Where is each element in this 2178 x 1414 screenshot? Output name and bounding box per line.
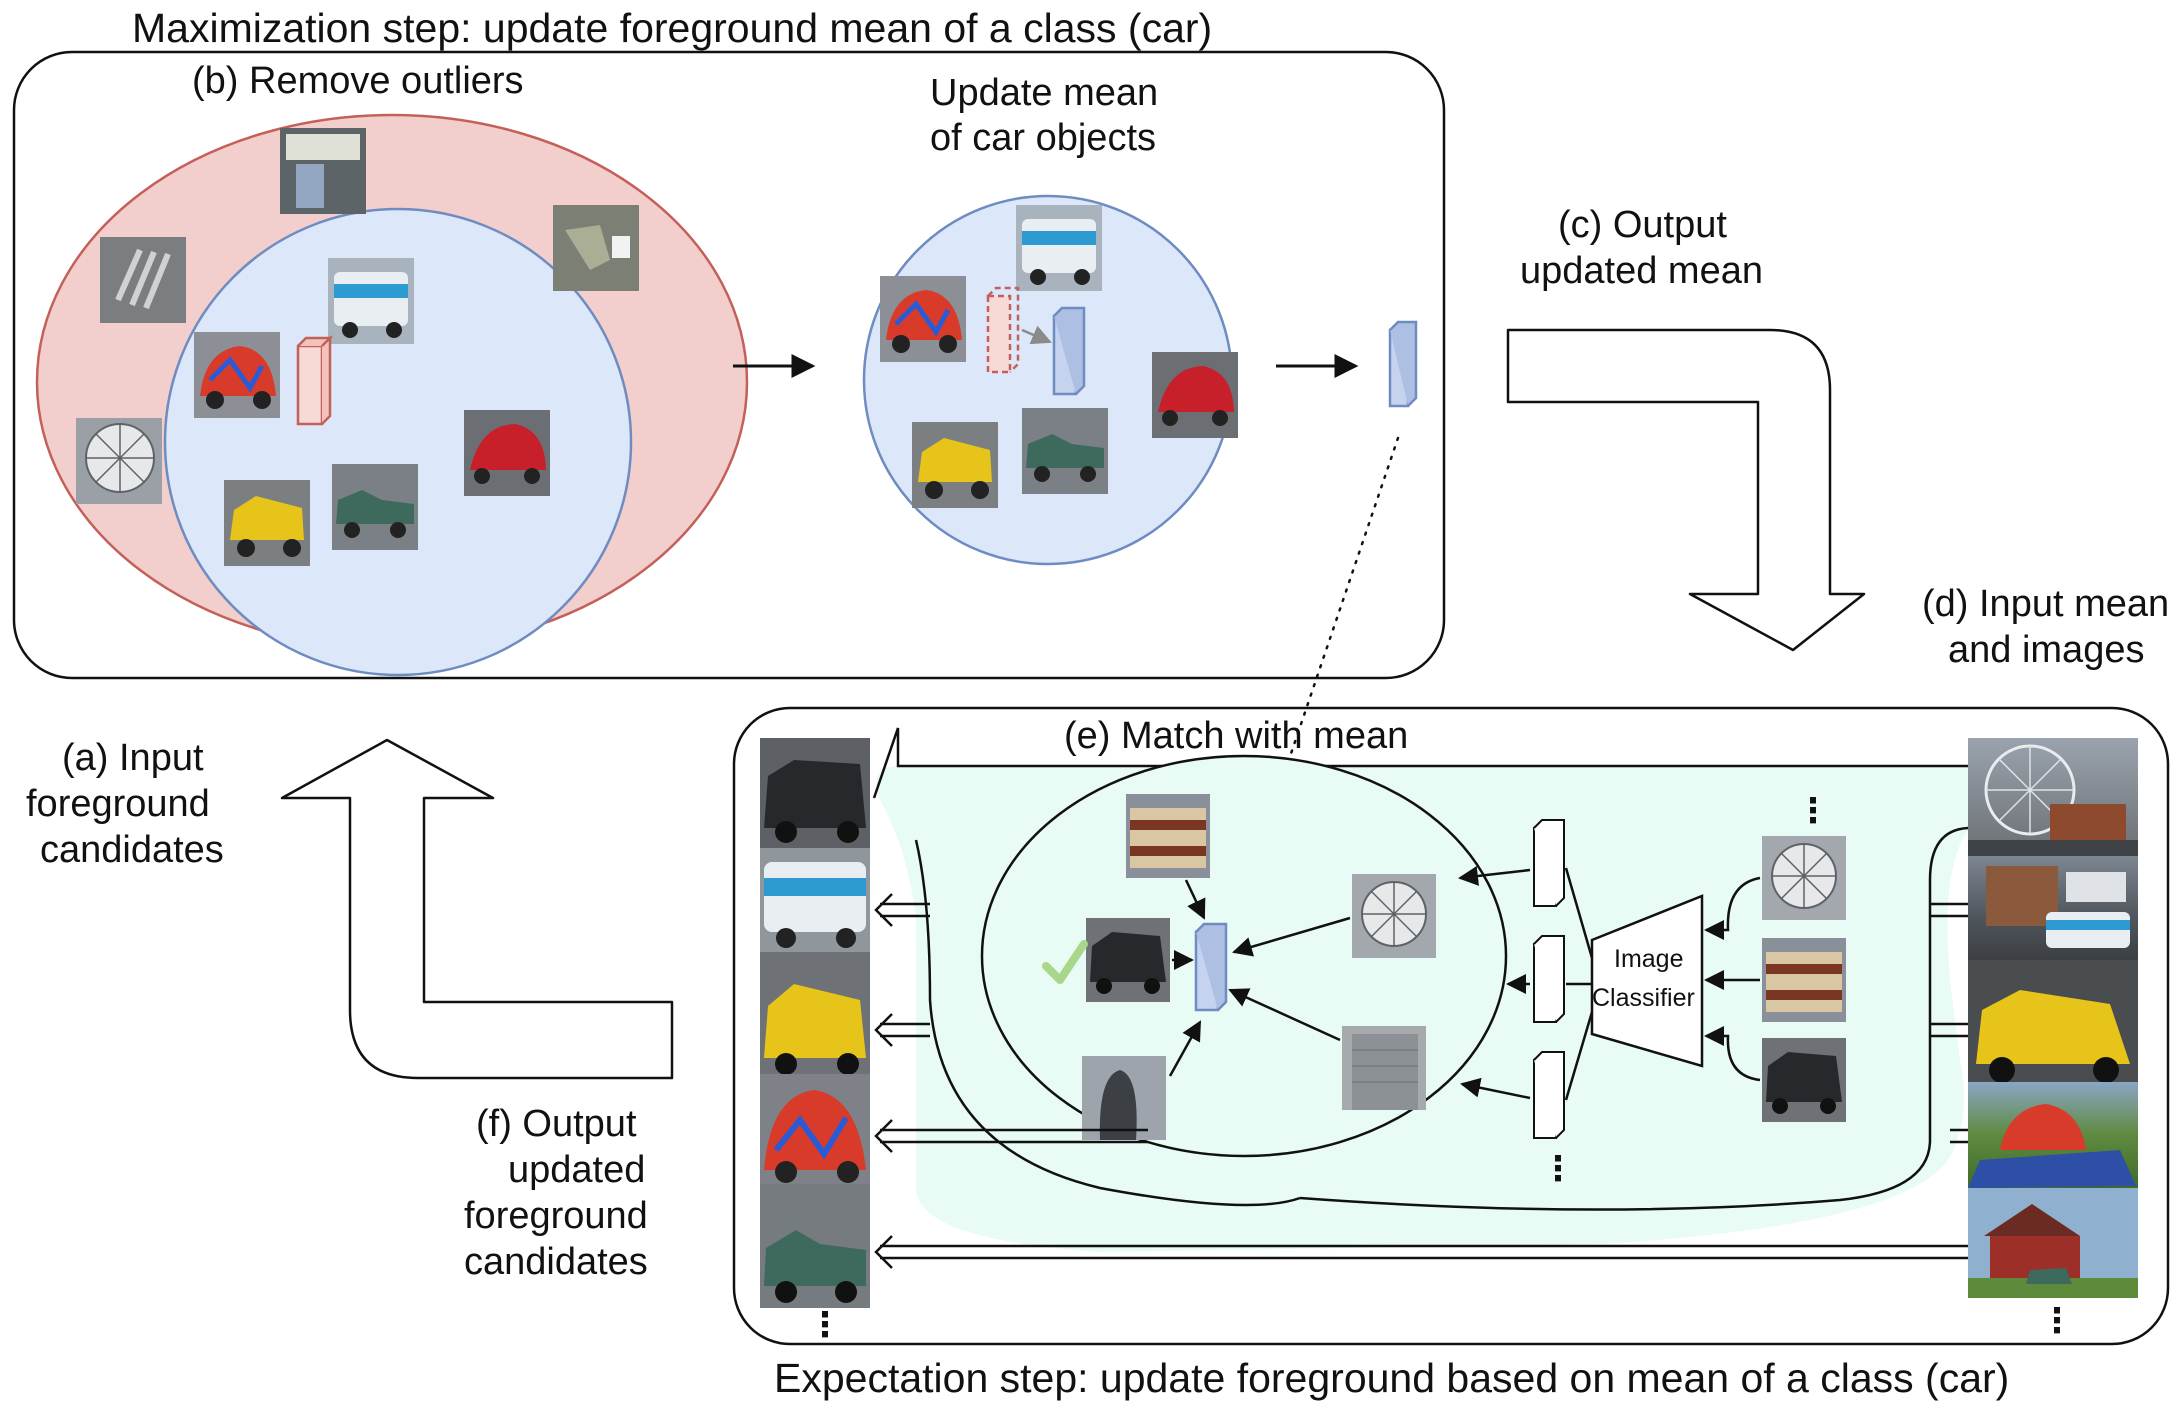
input-image-yellow-taxi bbox=[1968, 960, 2138, 1083]
match-mean-label: (e) Match with mean bbox=[1064, 715, 1408, 757]
output-fg-label-line3: foreground bbox=[464, 1195, 648, 1237]
output-fg-label-line2: updated bbox=[508, 1149, 645, 1191]
match-thumb-ferris-wheel-dark bbox=[1082, 1056, 1166, 1140]
feature-vector-top bbox=[1533, 819, 1565, 907]
output-mean-flow-arrow bbox=[1506, 328, 1866, 652]
match-checkmark-icon bbox=[1042, 940, 1088, 984]
input-image-strip bbox=[1968, 738, 2138, 1298]
feature-vector-ellipsis: ⋮ bbox=[1541, 1150, 1575, 1188]
feature-arrow-top bbox=[1458, 866, 1531, 886]
classifier-to-vectors-bottom bbox=[1564, 1011, 1594, 1101]
candidate-flow-envelope bbox=[914, 839, 1301, 1207]
output-candidate-yellow-taxi bbox=[760, 952, 870, 1075]
input-images-ellipsis: ⋮ bbox=[2040, 1302, 2074, 1340]
classifier-flow-envelope bbox=[1299, 826, 1969, 1211]
remove-outliers-label: (b) Remove outliers bbox=[192, 60, 524, 102]
match-thumb-black-suv bbox=[1086, 918, 1170, 1002]
output-candidate-green-pickup bbox=[760, 1184, 870, 1308]
input-foreground-flow-arrow bbox=[280, 738, 674, 1080]
feature-vector-middle bbox=[1533, 935, 1565, 1023]
inlier-thumb-green-pickup bbox=[332, 464, 418, 550]
output-fg-label-line4: candidates bbox=[464, 1241, 648, 1283]
match-arrow-dark bbox=[1168, 1020, 1202, 1077]
input-image-ferris-wheel bbox=[1968, 738, 2138, 856]
output-candidate-strip bbox=[760, 738, 870, 1308]
middle-thumb-yellow-taxi bbox=[912, 422, 998, 508]
output-mean-label-line2: updated mean bbox=[1520, 250, 1763, 292]
input-fg-label-line1: (a) Input bbox=[62, 737, 204, 779]
match-arrow-building bbox=[1228, 988, 1341, 1042]
proposal-arrow-bottom bbox=[1704, 1026, 1761, 1082]
proposal-arrow-top bbox=[1704, 876, 1761, 940]
input-mean-label-line1: (d) Input mean bbox=[1922, 583, 2169, 625]
output-arrow-van bbox=[874, 893, 1968, 927]
return-arrow-top bbox=[872, 727, 1968, 799]
old-mean-vector bbox=[296, 334, 334, 426]
middle-thumb-green-pickup bbox=[1022, 408, 1108, 494]
input-image-beetle-on-grass bbox=[1968, 1082, 2138, 1188]
outlier-thumb-ferris-wheel bbox=[76, 418, 162, 504]
outlier-thumb-bird bbox=[553, 205, 639, 291]
old-mean-ghost bbox=[986, 286, 1020, 374]
outlier-thumb-window bbox=[280, 128, 366, 214]
mean-shift-arrow bbox=[1021, 325, 1052, 345]
proposal-ellipsis: ⋮ bbox=[1796, 792, 1830, 830]
match-thumb-ferris-wheel bbox=[1352, 874, 1436, 958]
middle-thumb-ice-cream-van bbox=[1016, 205, 1102, 291]
output-fg-label-line1: (f) Output bbox=[476, 1103, 637, 1145]
feature-arrow-bottom bbox=[1460, 1077, 1531, 1100]
output-arrow-taxi bbox=[874, 1013, 1968, 1047]
output-mean-label-line1: (c) Output bbox=[1558, 204, 1727, 246]
feature-vector-bottom bbox=[1533, 1051, 1565, 1139]
output-candidate-ice-cream-van bbox=[760, 848, 870, 952]
expectation-panel bbox=[732, 706, 2170, 1346]
classifier-to-vectors-top bbox=[1564, 867, 1594, 959]
image-classifier-label-line2: Classifier bbox=[1592, 984, 1695, 1012]
output-candidate-black-suv bbox=[760, 738, 870, 848]
match-arrow-ferris bbox=[1232, 916, 1351, 957]
inlier-thumb-painted-beetle bbox=[194, 332, 280, 418]
outlier-thumb-crosswalk bbox=[100, 237, 186, 323]
input-fg-label-line3: candidates bbox=[40, 829, 224, 871]
maximization-title: Maximization step: update foreground mea… bbox=[132, 5, 1212, 51]
match-arrow-bus bbox=[1184, 879, 1206, 920]
output-arrow-pickup bbox=[874, 1235, 1968, 1269]
match-thumb-double-decker-bus bbox=[1126, 794, 1210, 878]
image-classifier-block bbox=[1590, 894, 1704, 1068]
proposal-thumb-double-decker-bus bbox=[1762, 938, 1846, 1022]
input-image-street-van bbox=[1968, 856, 2138, 960]
input-fg-label-line2: foreground bbox=[26, 783, 210, 825]
output-candidates-ellipsis: ⋮ bbox=[808, 1306, 842, 1344]
output-mean-vector bbox=[1388, 320, 1418, 408]
maximization-panel bbox=[12, 50, 1446, 680]
inlier-thumb-yellow-taxi bbox=[224, 480, 310, 566]
inlier-thumb-ice-cream-van bbox=[328, 258, 414, 344]
new-mean-vector bbox=[1052, 306, 1086, 396]
expectation-title: Expectation step: update foreground base… bbox=[774, 1355, 2009, 1401]
proposal-thumb-ferris-wheel bbox=[1762, 836, 1846, 920]
input-image-red-house bbox=[1968, 1188, 2138, 1298]
output-candidate-painted-beetle bbox=[760, 1074, 870, 1184]
update-mean-label-line2: of car objects bbox=[930, 117, 1156, 159]
output-arrow-beetle bbox=[874, 1119, 1968, 1153]
update-mean-label-line1: Update mean bbox=[930, 72, 1158, 114]
inlier-thumb-red-sportscar bbox=[464, 410, 550, 496]
input-mean-label-line2: and images bbox=[1948, 629, 2144, 671]
image-classifier-label-line1: Image bbox=[1614, 945, 1683, 973]
middle-thumb-red-sportscar bbox=[1152, 352, 1238, 438]
middle-thumb-painted-beetle bbox=[880, 276, 966, 362]
proposal-thumb-black-suv bbox=[1762, 1038, 1846, 1122]
estep-mean-vector bbox=[1194, 922, 1228, 1012]
match-thumb-building bbox=[1342, 1026, 1426, 1110]
